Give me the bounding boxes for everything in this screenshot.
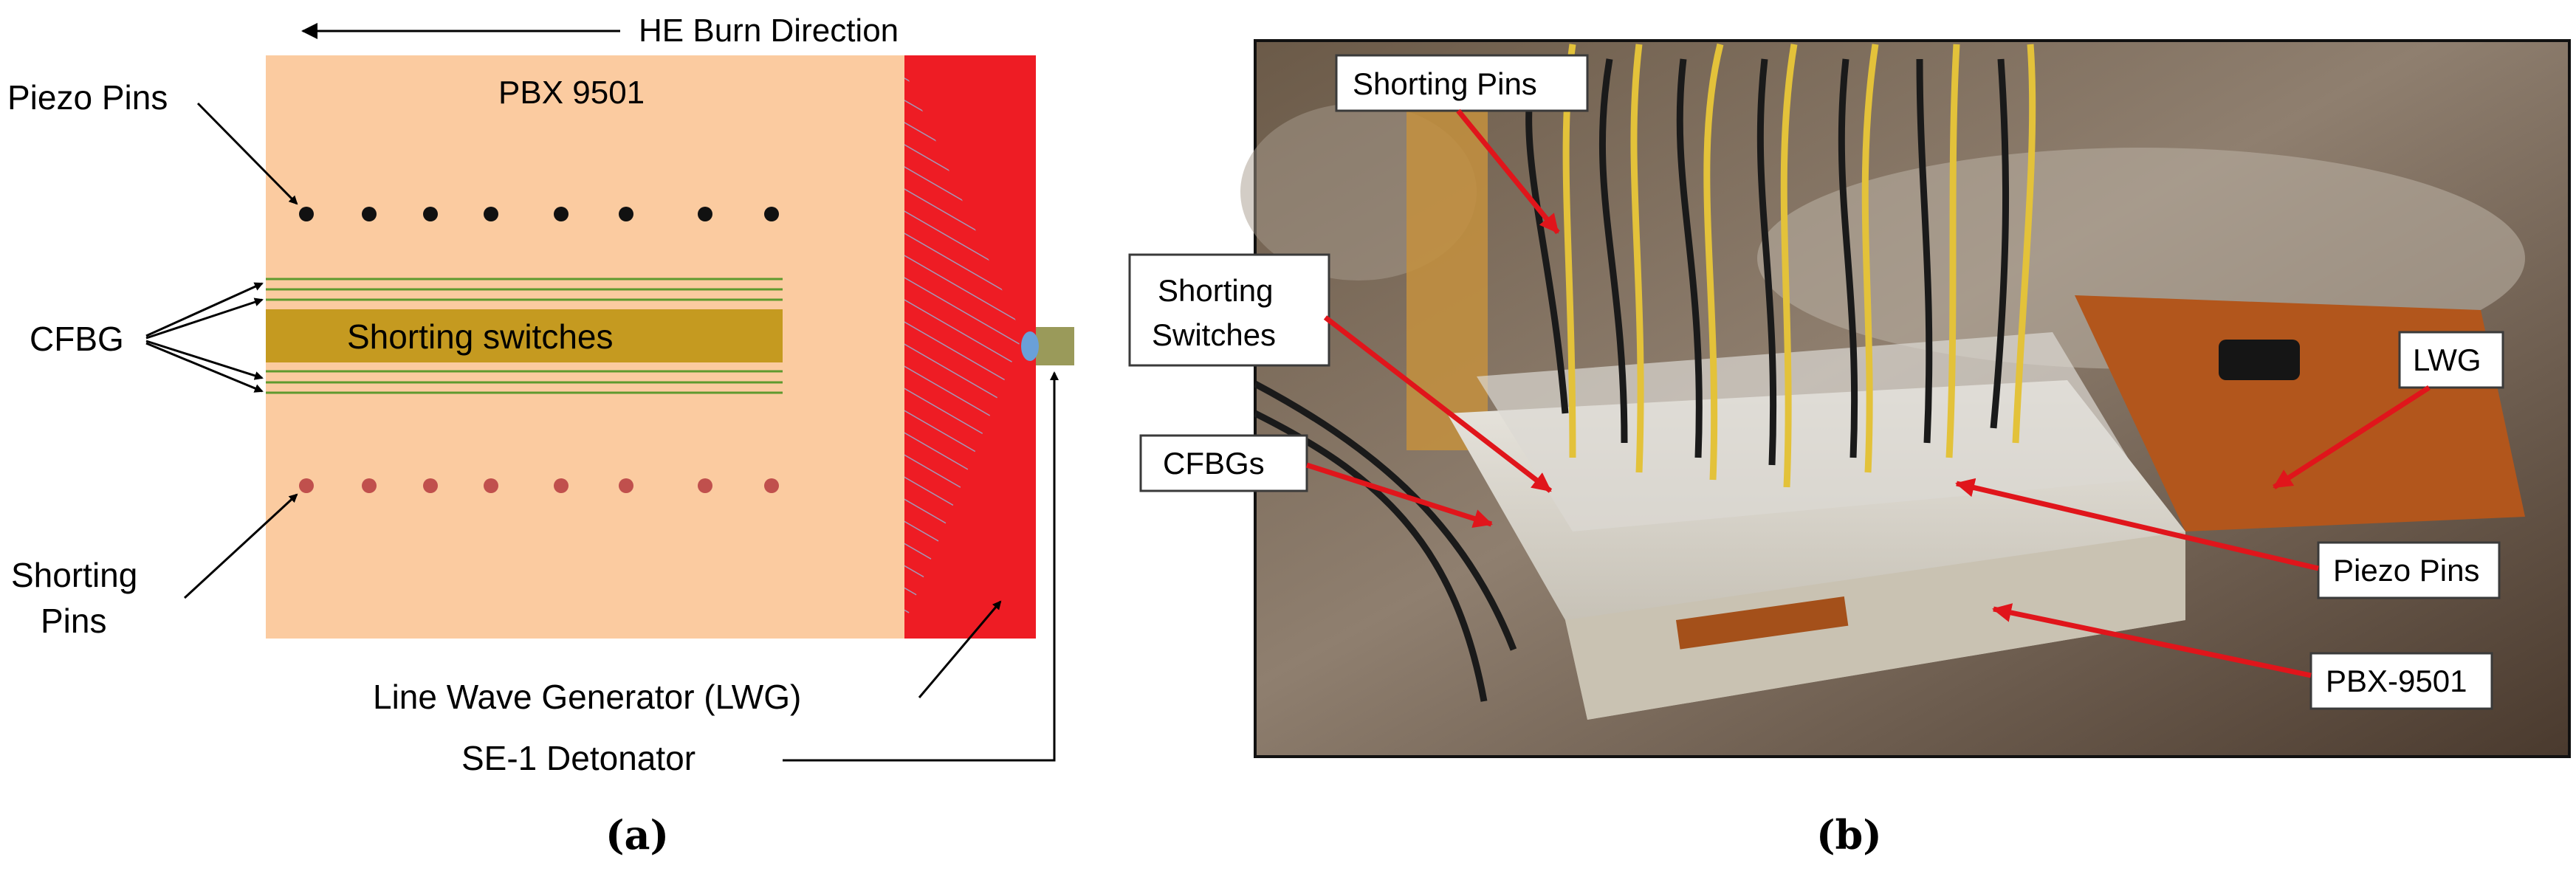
piezo-pin: [619, 207, 633, 221]
callout-piezo-pins-text: Piezo Pins: [2333, 553, 2479, 588]
lwg-label: Line Wave Generator (LWG): [373, 678, 801, 716]
piezo-pin: [423, 207, 438, 221]
shorting-pin: [698, 478, 712, 493]
piezo-pins-row: [299, 207, 779, 221]
lwg-hatch: [904, 70, 1023, 624]
cfbg-arrow-2: [145, 297, 264, 340]
piezo-pin: [698, 207, 712, 221]
piezo-pins-arrow: [196, 102, 298, 205]
panel-b: Shorting Pins Shorting Switches CFBGs LW…: [1128, 39, 2571, 858]
shorting-pin: [423, 478, 438, 493]
callout-cfbgs-text: CFBGs: [1163, 446, 1265, 481]
panel-a: HE Burn Direction PBX 9501 Shorting swit…: [7, 13, 1074, 858]
arrow-cfbgs: [1305, 462, 1493, 529]
shorting-switches-label: Shorting switches: [347, 317, 614, 356]
shorting-pin: [299, 478, 314, 493]
callout-lwg-text: LWG: [2413, 343, 2481, 377]
callout-pbx-text: PBX-9501: [2326, 664, 2467, 698]
arrow-piezo-pins: [1955, 478, 2319, 571]
detonator-arrow: [783, 371, 1059, 762]
shorting-pin: [484, 478, 498, 493]
cfbg-fibers: [266, 278, 783, 394]
shorting-pins-label-line1: Shorting: [11, 556, 137, 594]
material-label: PBX 9501: [498, 75, 645, 111]
cfbg-arrow-1: [145, 282, 264, 337]
cfbg-label: CFBG: [30, 320, 124, 358]
shorting-pins-label-line2: Pins: [41, 602, 106, 640]
shorting-switches-bar: [266, 309, 783, 362]
callout-shorting-pins-text: Shorting Pins: [1353, 66, 1537, 101]
detonator-tip: [1021, 331, 1039, 361]
callout-lwg: [2398, 331, 2504, 389]
arrow-lwg: [2273, 385, 2431, 489]
arrow-pbx: [1992, 603, 2312, 678]
piezo-pins-label: Piezo Pins: [7, 78, 168, 117]
piezo-pin: [764, 207, 779, 221]
photo-wires: [1253, 43, 2036, 702]
shorting-pin: [619, 478, 633, 493]
piezo-pin: [362, 207, 377, 221]
piezo-pin: [554, 207, 569, 221]
shorting-pin: [764, 478, 779, 493]
arrow-shorting-switches: [1323, 315, 1553, 493]
piezo-pin: [484, 207, 498, 221]
callout-cfbgs: [1139, 434, 1308, 492]
callout-shorting-switches-line1: Shorting: [1158, 273, 1273, 308]
shorting-pin: [362, 478, 377, 493]
arrow-shorting-pins: [1456, 109, 1560, 235]
cfbg-arrow-4: [145, 342, 264, 393]
lwg-arrow: [918, 600, 1002, 698]
callout-shorting-switches-line2: Switches: [1152, 317, 1276, 352]
shorting-pins-row: [299, 478, 779, 493]
shorting-pins-arrow: [183, 493, 298, 599]
piezo-pin: [299, 207, 314, 221]
burn-direction-label: HE Burn Direction: [639, 13, 899, 49]
callout-shorting-switches: [1128, 253, 1330, 367]
callout-pbx: [2309, 652, 2493, 710]
cfbg-arrow-3: [145, 340, 264, 380]
detonator-label: SE-1 Detonator: [461, 739, 695, 777]
panel-b-caption: (b): [1816, 811, 1882, 858]
callout-piezo-pins: [2317, 541, 2501, 599]
panel-a-caption: (a): [605, 811, 669, 858]
callout-shorting-pins: [1335, 54, 1589, 112]
shorting-pin: [554, 478, 569, 493]
se1-detonator: [1036, 327, 1074, 365]
